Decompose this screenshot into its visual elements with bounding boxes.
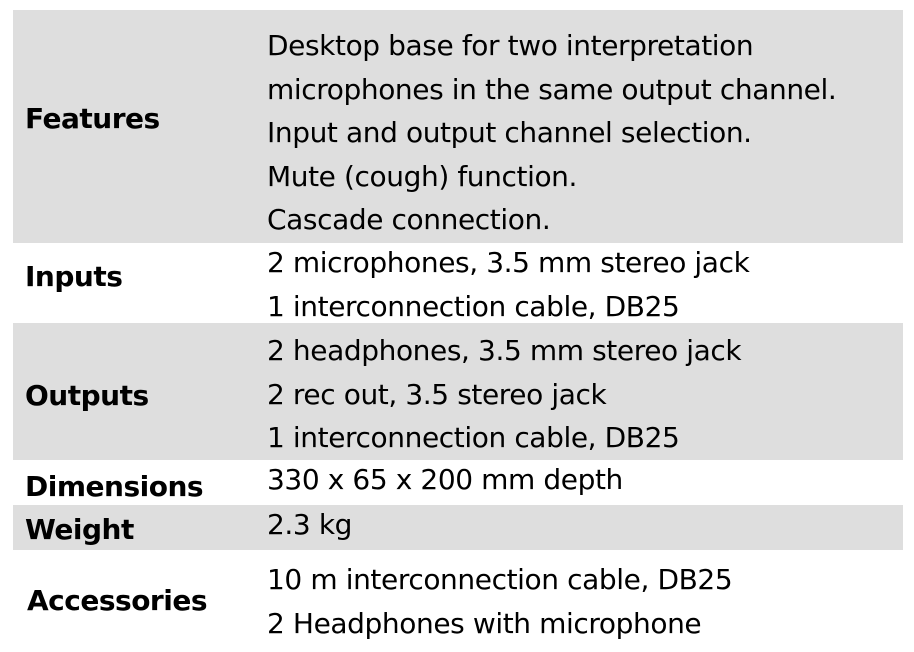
spec-value: 10 m interconnection cable, DB25 [267, 563, 733, 596]
spec-value: 1 interconnection cable, DB25 [267, 289, 680, 323]
spec-label: Outputs [25, 379, 149, 412]
spec-values: 2.3 kg [267, 503, 352, 547]
spec-value: 2 rec out, 3.5 stereo jack [267, 377, 607, 411]
spec-value: 1 interconnection cable, DB25 [267, 421, 680, 454]
spec-values: Desktop base for two interpretation micr… [267, 24, 837, 242]
spec-label: Weight [25, 513, 134, 546]
spec-values: 2 microphones, 3.5 mm stereo jack 1 inte… [267, 241, 750, 328]
spec-value: Cascade connection. [267, 203, 551, 236]
spec-value: Input and output channel selection. [267, 116, 752, 149]
spec-value: 2 Headphones with microphone [267, 606, 702, 640]
spec-row-weight: Weight 2.3 kg [13, 505, 903, 550]
spec-values: 330 x 65 x 200 mm depth [267, 458, 623, 502]
spec-value: 2 microphones, 3.5 mm stereo jack [267, 246, 750, 279]
spec-row-dimensions: Dimensions 330 x 65 x 200 mm depth [13, 460, 903, 505]
spec-row-accessories: Accessories 10 m interconnection cable, … [13, 550, 903, 652]
spec-row-inputs: Inputs 2 microphones, 3.5 mm stereo jack… [13, 243, 903, 323]
spec-value: 330 x 65 x 200 mm depth [267, 463, 623, 496]
spec-value: 2.3 kg [267, 508, 353, 541]
spec-row-outputs: Outputs 2 headphones, 3.5 mm stereo jack… [13, 323, 903, 460]
spec-label: Dimensions [25, 470, 204, 503]
spec-values: 2 headphones, 3.5 mm stereo jack 2 rec o… [267, 329, 742, 460]
spec-value: 2 headphones, 3.5 mm stereo jack [267, 334, 742, 367]
spec-value: Mute (cough) function. [267, 159, 578, 193]
spec-values: 10 m interconnection cable, DB25 2 Headp… [267, 558, 733, 645]
spec-label: Inputs [25, 260, 123, 293]
spec-label: Accessories [27, 584, 208, 617]
spec-row-features: Features Desktop base for two interpreta… [13, 10, 903, 243]
spec-value: microphones in the same output channel. [267, 72, 837, 106]
spec-value: Desktop base for two interpretation [267, 29, 754, 62]
spec-label: Features [25, 102, 160, 135]
